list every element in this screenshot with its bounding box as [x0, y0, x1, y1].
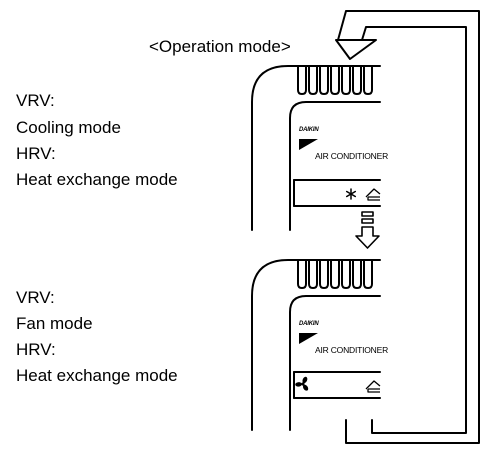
device-1-vent-4 — [330, 65, 340, 95]
device-2-vent-2 — [308, 259, 318, 289]
device-1-vent-5 — [341, 65, 351, 95]
operation-mode-label: <Operation mode> — [149, 37, 291, 56]
down-arrow-icon — [355, 226, 380, 249]
hrv-mode-2: Heat exchange mode — [16, 366, 178, 385]
device-2-vent-1 — [297, 259, 307, 289]
device-2-vent-7 — [363, 259, 373, 289]
device-1-vent-2 — [308, 65, 318, 95]
fan-icon — [295, 376, 309, 391]
down-arrow-bar-2 — [361, 218, 374, 224]
heat-exchange-icon — [365, 380, 381, 393]
device-2-panel — [289, 295, 381, 431]
device-2-vent-4 — [330, 259, 340, 289]
daikin-logo-1 — [299, 139, 318, 150]
hrv-label-1: HRV: — [16, 144, 56, 163]
device-2-vent-3 — [319, 259, 329, 289]
cycle-arrow-head — [335, 39, 377, 60]
device-2-vent-6 — [352, 259, 362, 289]
vrv-label-1: VRV: — [16, 91, 55, 110]
device-1-panel — [289, 101, 381, 231]
heat-exchange-icon — [365, 188, 381, 201]
cycle-loop-inner — [361, 26, 467, 434]
device-1-model: AIR CONDITIONER — [315, 151, 389, 161]
device-2-brand: DAIKIN — [299, 321, 319, 327]
device-2-model: AIR CONDITIONER — [315, 345, 389, 355]
device-1-vent-1 — [297, 65, 307, 95]
device-2-housing — [251, 259, 381, 431]
hrv-mode-1: Heat exchange mode — [16, 170, 178, 189]
device-2-vent-5 — [341, 259, 351, 289]
down-arrow-bar-1 — [361, 211, 374, 217]
cycle-loop-outer — [337, 10, 480, 444]
device-1-vent-6 — [352, 65, 362, 95]
device-1-vent-7 — [363, 65, 373, 95]
vrv-label-2: VRV: — [16, 288, 55, 307]
vrv-mode-2: Fan mode — [16, 314, 93, 333]
vrv-mode-1: Cooling mode — [16, 118, 121, 137]
snowflake-icon — [345, 188, 357, 200]
device-1-brand: DAIKIN — [299, 127, 319, 133]
hrv-label-2: HRV: — [16, 340, 56, 359]
device-1-housing — [251, 65, 381, 231]
device-1-vent-3 — [319, 65, 329, 95]
daikin-logo-2 — [299, 333, 318, 344]
